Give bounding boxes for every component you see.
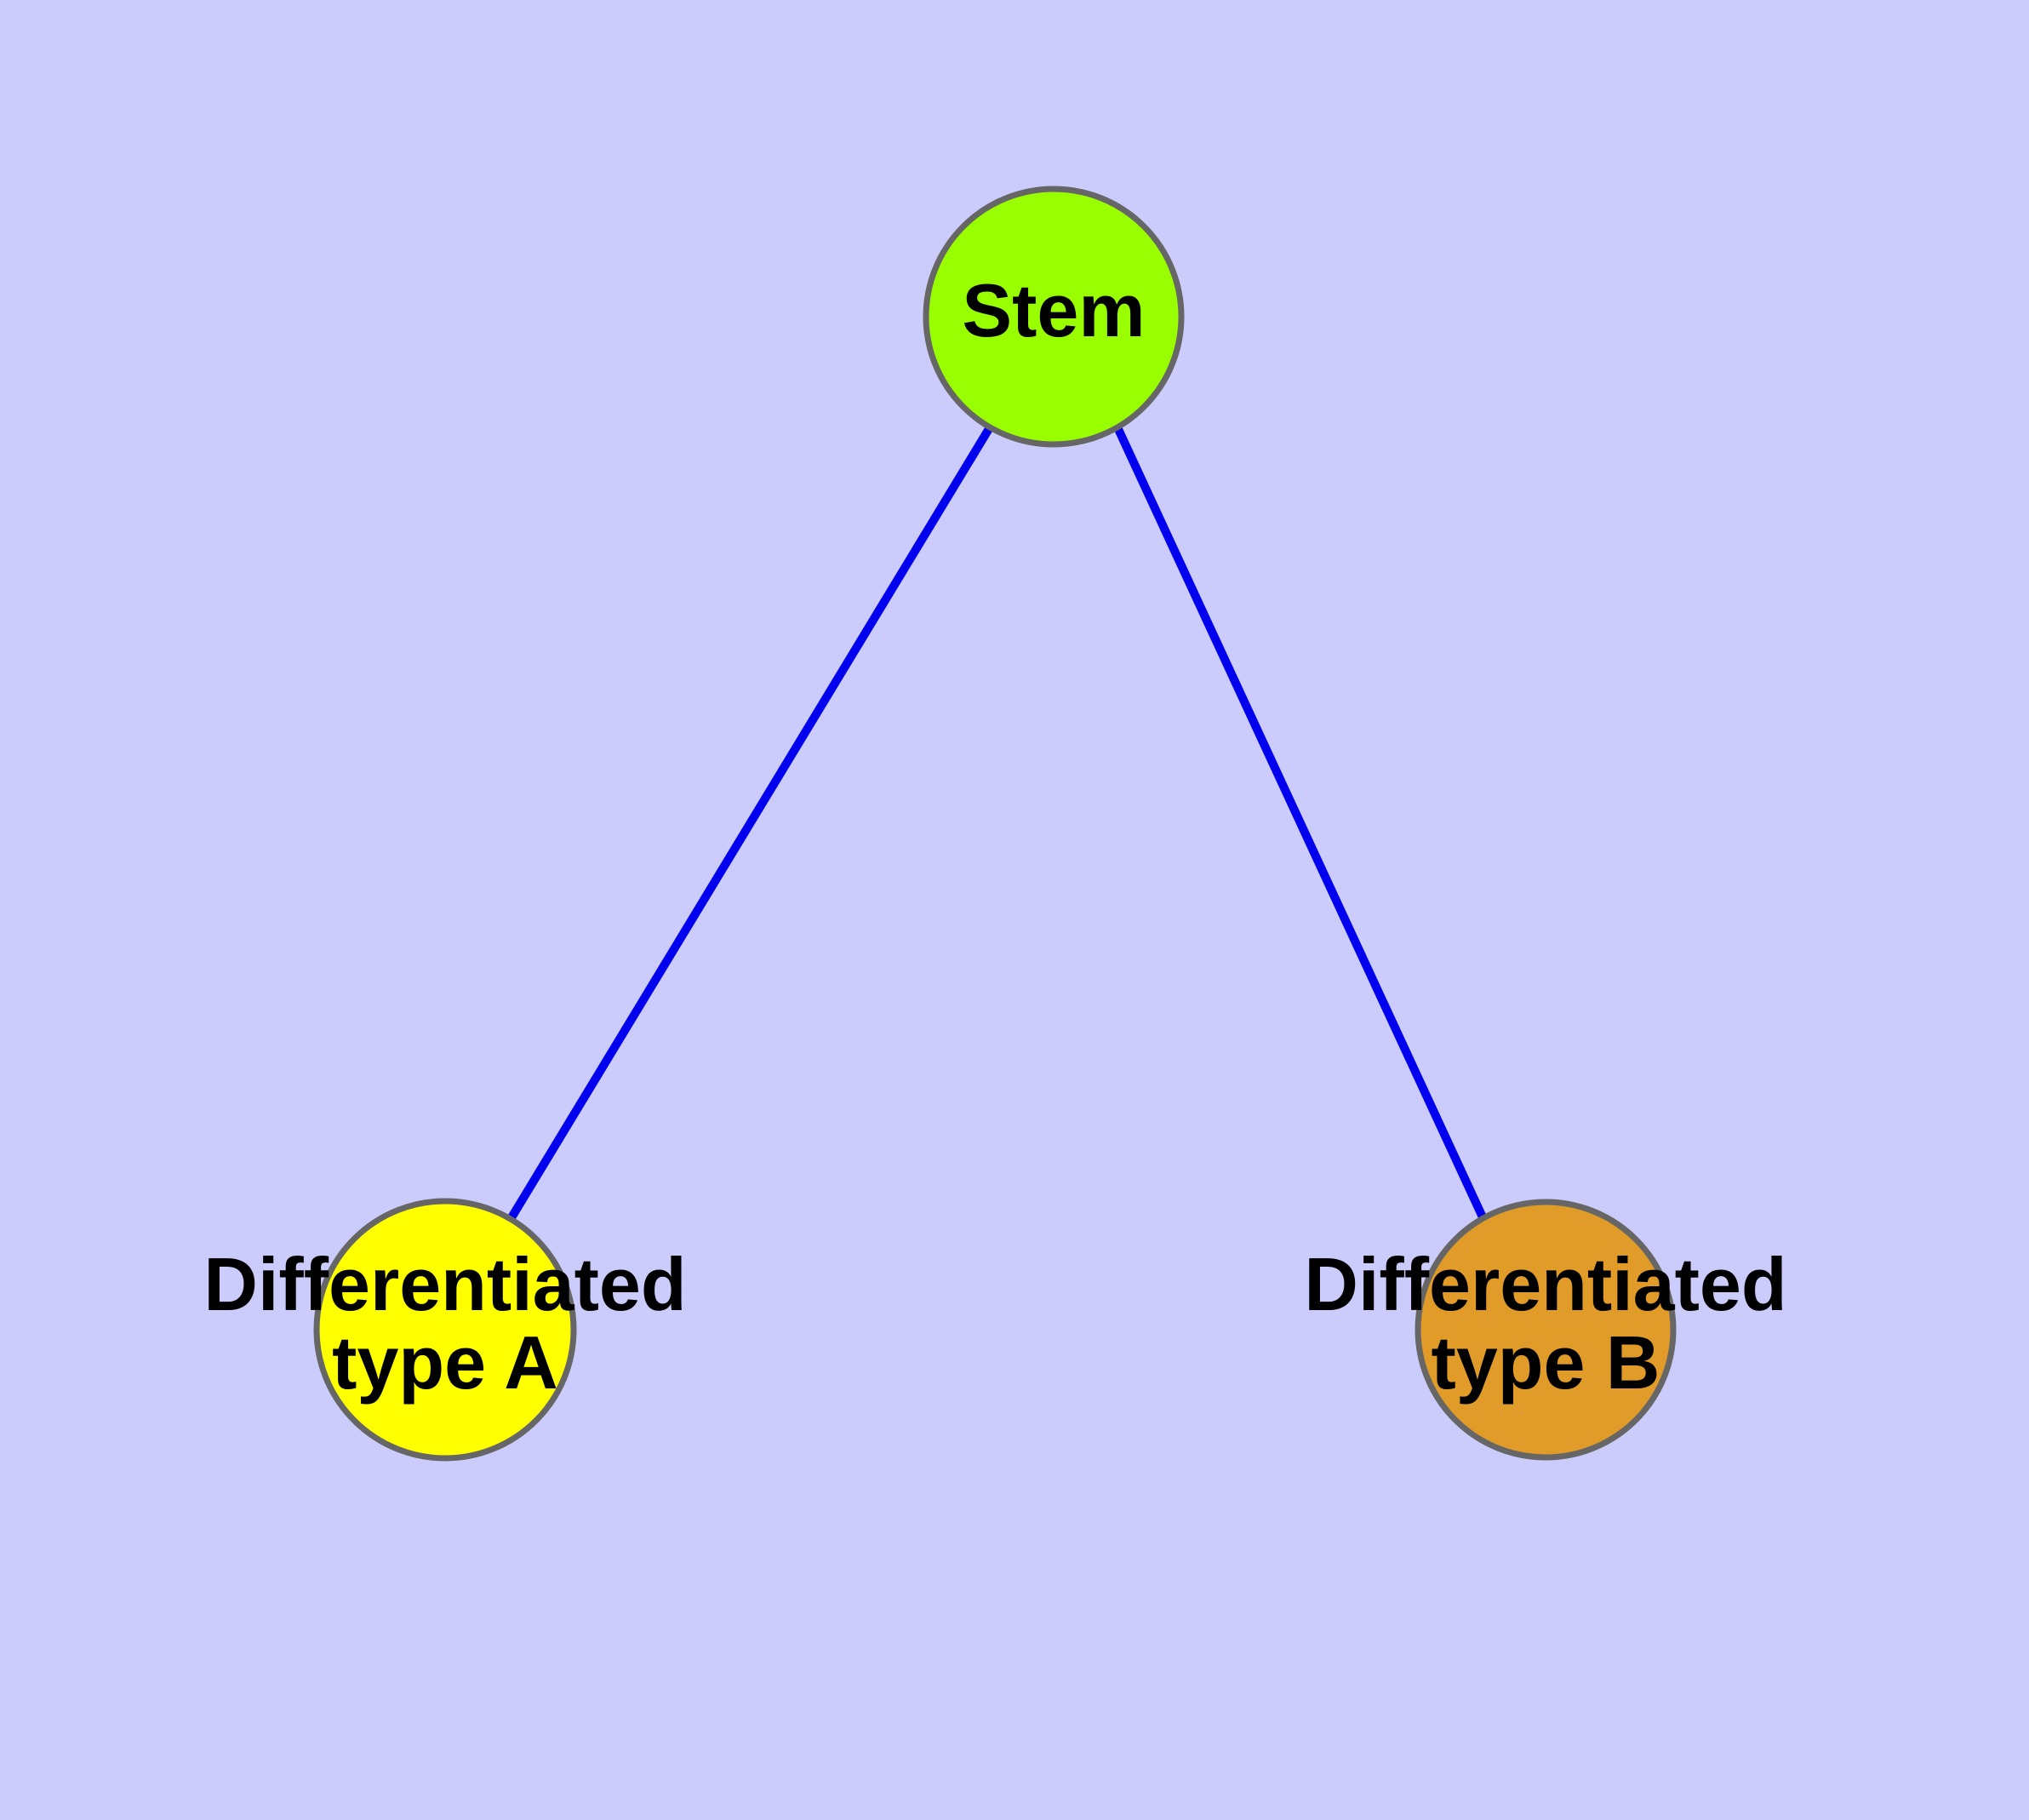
node-stem-label: Stem xyxy=(962,268,1145,352)
node-label-line: Differentiated xyxy=(203,1242,686,1326)
edge-layer xyxy=(506,425,1488,1222)
node-label-line: Stem xyxy=(962,268,1145,352)
node-layer xyxy=(313,186,1677,1462)
node-differentiated-type-a-circle[interactable] xyxy=(313,1198,577,1462)
edge-stem-to-differentiated-type-b[interactable] xyxy=(1113,425,1488,1222)
node-label-line: type B xyxy=(1432,1320,1660,1405)
node-differentiated-type-b-circle[interactable] xyxy=(1415,1199,1677,1461)
node-label-line: type A xyxy=(332,1320,558,1405)
node-stem[interactable] xyxy=(923,186,1185,448)
node-differentiated-type-b[interactable] xyxy=(1415,1199,1677,1461)
node-label-line: Differentiated xyxy=(1304,1242,1786,1326)
node-stem-circle[interactable] xyxy=(923,186,1185,448)
node-differentiated-type-a[interactable] xyxy=(313,1198,577,1462)
edge-stem-to-differentiated-type-a[interactable] xyxy=(506,425,994,1222)
